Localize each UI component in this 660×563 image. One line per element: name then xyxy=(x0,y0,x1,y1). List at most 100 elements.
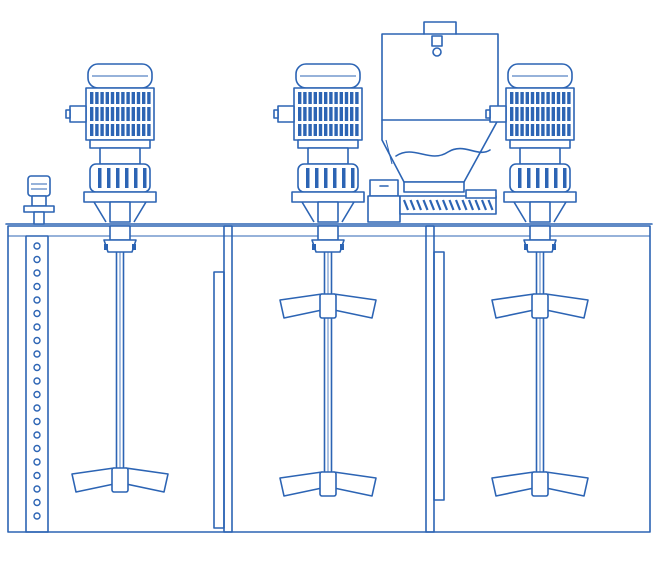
rail-hole xyxy=(33,512,41,520)
impeller-blade-right xyxy=(333,293,377,319)
cooling-fin xyxy=(329,92,333,136)
impeller-hub xyxy=(111,467,129,493)
cooling-fin xyxy=(567,92,571,136)
gearbox-rib xyxy=(315,168,319,188)
gearbox-base-flange xyxy=(291,191,365,203)
screw-flight xyxy=(415,199,423,211)
feeder-gearbox xyxy=(367,195,401,223)
rail-hole xyxy=(33,485,41,493)
motor-cooling-fins xyxy=(296,92,360,136)
gearbox-rib xyxy=(342,168,346,188)
gearbox-rib xyxy=(545,168,549,188)
cooling-fin xyxy=(116,92,120,136)
motor-terminal-box xyxy=(277,105,295,123)
level-sensor-flange xyxy=(23,205,55,213)
rail-hole xyxy=(33,444,41,453)
feeder-screw-flights xyxy=(402,199,494,211)
cooling-fin xyxy=(324,92,328,136)
hopper-outlet xyxy=(403,181,465,193)
cooling-fin xyxy=(510,92,514,136)
mounting-bracket xyxy=(93,201,147,223)
gearbox-rib xyxy=(98,168,102,188)
cooling-fin xyxy=(147,92,151,136)
rail-hole xyxy=(33,471,41,480)
cooling-fin xyxy=(90,92,94,136)
cooling-fin xyxy=(515,92,519,136)
motor-flange xyxy=(297,139,359,149)
gearbox-ribs xyxy=(98,168,147,188)
mixer-1 xyxy=(65,63,169,493)
side-rail-holes xyxy=(33,242,41,520)
rail-hole xyxy=(33,255,41,264)
cooling-fin xyxy=(525,92,529,136)
side-rail xyxy=(25,235,49,533)
fin-band xyxy=(88,121,152,124)
mixer-3 xyxy=(485,63,589,497)
gearbox-rib xyxy=(527,168,531,188)
screw-flight xyxy=(487,199,494,211)
rail-hole xyxy=(33,282,41,291)
cooling-fin xyxy=(541,92,545,136)
rail-hole xyxy=(33,458,41,466)
flange-bolt xyxy=(552,244,556,250)
cable-gland xyxy=(485,109,491,119)
impeller-blade-right xyxy=(545,471,589,497)
level-sensor-head xyxy=(27,175,51,197)
impeller-blade-right xyxy=(333,471,377,497)
rail-hole xyxy=(33,296,41,304)
rail-hole xyxy=(33,269,41,277)
powder-hopper xyxy=(381,21,499,193)
cable-gland xyxy=(65,109,71,119)
flange-bolt xyxy=(132,244,136,250)
mounting-bracket xyxy=(513,201,567,223)
impeller-blade-left xyxy=(71,467,115,493)
screw-flight xyxy=(402,199,410,211)
fin-band xyxy=(508,104,572,107)
gearbox-rib xyxy=(107,168,111,188)
flange-bolt xyxy=(104,244,108,250)
cooling-fin xyxy=(136,92,141,136)
rail-hole xyxy=(33,336,41,345)
cooling-fin xyxy=(344,92,349,136)
rail-hole xyxy=(33,390,41,399)
gearbox-rib xyxy=(563,168,567,188)
gearbox-rib xyxy=(134,168,138,188)
mounting-bracket xyxy=(301,201,355,223)
screw-feeder xyxy=(367,179,497,223)
shaft-coupling xyxy=(317,201,339,223)
feeder-discharge xyxy=(465,189,497,199)
rail-hole xyxy=(33,498,41,507)
level-sensor-stem xyxy=(33,211,45,225)
rail-hole xyxy=(33,309,41,318)
rail-hole xyxy=(33,377,41,385)
flange-bolt xyxy=(524,244,528,250)
motor-neck xyxy=(99,147,141,165)
cable-gland xyxy=(273,109,279,119)
shaft-seal-housing xyxy=(109,225,131,241)
gearbox-rib xyxy=(324,168,328,188)
motor-terminal-box xyxy=(489,105,507,123)
shaft-seal-housing xyxy=(317,225,339,241)
screw-flight xyxy=(467,199,475,211)
cooling-fin xyxy=(105,92,109,136)
fin-band xyxy=(88,104,152,107)
motor-neck xyxy=(307,147,349,165)
hopper-body xyxy=(381,33,499,183)
level-sensor xyxy=(23,175,55,225)
hopper-edge-left xyxy=(385,139,393,165)
gearbox-rib xyxy=(351,168,355,188)
cooling-fin xyxy=(110,92,115,136)
feeder-motor xyxy=(369,179,399,197)
motor-neck xyxy=(519,147,561,165)
gearbox-rib xyxy=(518,168,522,188)
shaft-coupling xyxy=(529,201,551,223)
screw-flight xyxy=(435,199,442,211)
screw-flight xyxy=(448,199,455,211)
rail-hole xyxy=(33,431,41,439)
cooling-fin xyxy=(95,92,99,136)
screw-flight xyxy=(474,199,481,211)
impeller-blade-right xyxy=(545,293,589,319)
rail-hole xyxy=(33,404,41,412)
flange-bolt xyxy=(312,244,316,250)
